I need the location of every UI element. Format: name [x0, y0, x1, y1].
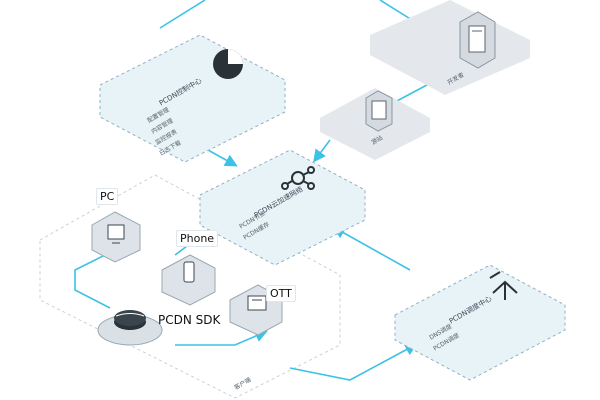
developer-tile [370, 0, 530, 95]
route-arrows-icon [489, 271, 518, 300]
connector-website-to-network [313, 139, 331, 163]
network-nodes-icon [281, 166, 315, 190]
connector-pc-to-sdk [74, 249, 116, 309]
server-icon [365, 90, 393, 132]
client-region-outline [39, 174, 341, 399]
pie-chart-icon [213, 49, 243, 79]
pcdn-network-tile [199, 149, 366, 266]
phone-label: Phone [176, 230, 219, 248]
ott-label: OTT [266, 285, 296, 303]
connector-client-to-scheduling [289, 343, 418, 381]
connector-top-to-console [159, 0, 206, 29]
sdk-disk-icon [97, 310, 163, 346]
connector-sdk-to-ott [175, 329, 268, 346]
server-icon [459, 11, 496, 69]
pcdn-console-tile [99, 34, 286, 163]
phone-device [161, 254, 216, 306]
pc-label: PC [96, 188, 119, 206]
pcdn-scheduling-tile [394, 264, 566, 381]
website-tile [320, 88, 430, 160]
sdk-label: PCDN SDK [158, 313, 221, 327]
pc-device [91, 211, 141, 263]
connector-scheduling-to-network [332, 226, 411, 271]
